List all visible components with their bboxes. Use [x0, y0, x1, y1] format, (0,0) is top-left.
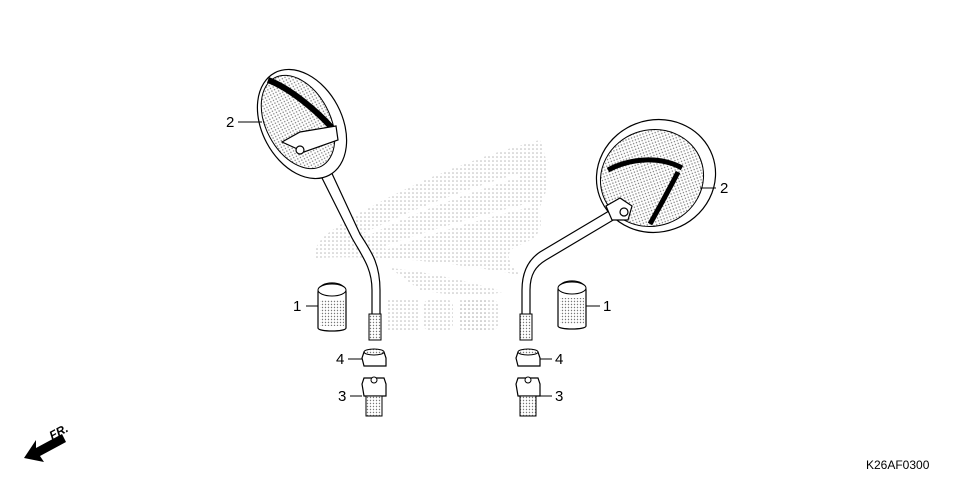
adapter-right	[515, 376, 541, 417]
honda-wordmark	[388, 300, 500, 330]
cap-left	[317, 282, 347, 332]
callout-4-right: 4	[555, 351, 563, 368]
nut-left	[361, 348, 387, 367]
callout-3-left: 3	[338, 388, 346, 405]
thread-left	[368, 313, 382, 341]
mirror-right	[519, 118, 717, 341]
callout-2-right: 2	[720, 180, 728, 197]
thread-right	[519, 313, 533, 341]
front-direction-arrow-icon	[24, 434, 66, 462]
nut-right	[515, 348, 541, 367]
callout-1-left: 1	[293, 298, 301, 315]
honda-wing-watermark	[314, 140, 548, 330]
cap-right	[557, 280, 587, 330]
callout-2-left: 2	[226, 114, 234, 131]
diagram-code: K26AF0300	[866, 458, 930, 472]
callout-1-right: 1	[603, 298, 611, 315]
callout-3-right: 3	[555, 388, 563, 405]
front-direction-label: FR.	[47, 421, 71, 442]
callout-4-left: 4	[336, 351, 344, 368]
adapter-left	[361, 376, 387, 417]
mirror-left	[256, 68, 382, 341]
